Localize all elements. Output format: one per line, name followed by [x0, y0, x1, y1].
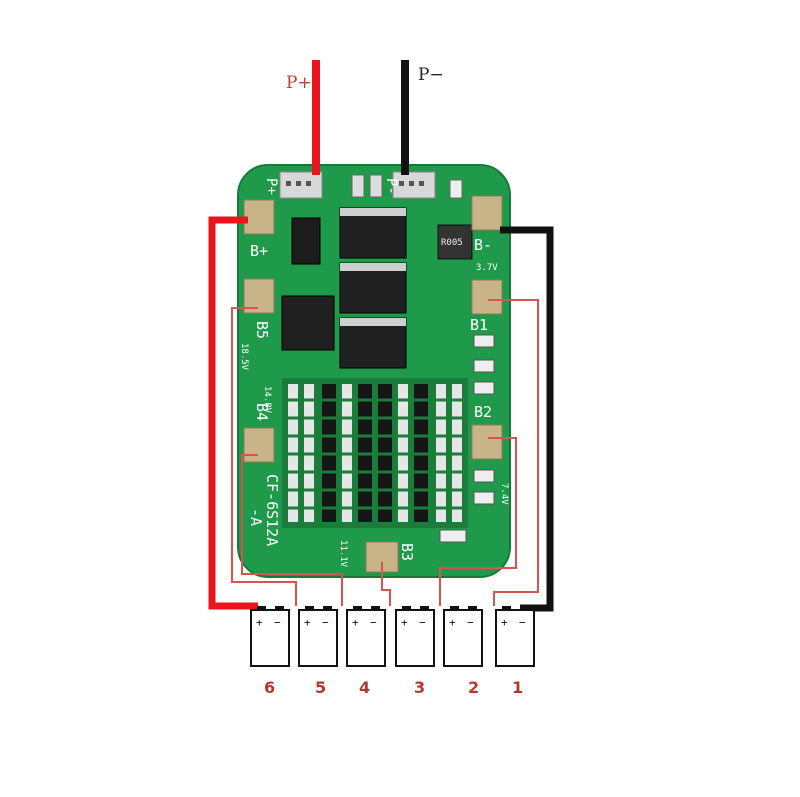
pad-b2	[471, 424, 503, 460]
top-component-2	[369, 174, 383, 198]
component-array	[282, 378, 468, 528]
mosfet-3	[339, 317, 407, 369]
silk-b-plus: B+	[250, 242, 268, 260]
silk-volt-b5: 18.5V	[239, 343, 249, 371]
cell-6: +− 6	[250, 606, 290, 697]
mosfet-tab-2	[340, 263, 406, 271]
svg-text:+: +	[401, 616, 408, 629]
svg-text:−: −	[419, 616, 426, 629]
svg-text:−: −	[467, 616, 474, 629]
header-pins	[286, 181, 424, 186]
resistor-code: R005	[441, 238, 463, 248]
silk-p-plus: P+	[263, 178, 279, 195]
cell-2-number: 2	[468, 678, 479, 697]
pad-b-minus	[471, 195, 503, 231]
silk-model-line2: -A	[247, 508, 265, 526]
silk-b-minus: B-	[474, 236, 492, 254]
silk-b4: B4	[253, 403, 271, 421]
silk-b5: B5	[253, 321, 271, 339]
silk-volt-b1: 3.7V	[476, 263, 498, 273]
pad-b1	[471, 279, 503, 315]
top-component-1	[351, 174, 365, 198]
right-components	[439, 334, 495, 543]
silk-b1: B1	[470, 316, 488, 334]
shunt-resistor	[437, 224, 473, 260]
svg-text:−: −	[370, 616, 377, 629]
cell-4: +− 4	[346, 606, 386, 697]
cell-5-number: 5	[315, 678, 326, 697]
b-minus-wire	[500, 226, 554, 612]
p-minus-label: P−	[418, 65, 444, 85]
svg-text:−: −	[322, 616, 329, 629]
b-plus-wire	[208, 216, 258, 610]
p-plus-label: P+	[286, 73, 312, 93]
pad-b4	[243, 427, 275, 463]
mosfet-2	[339, 262, 407, 314]
silk-volt-b2: 7.4V	[499, 483, 509, 505]
svg-text:+: +	[352, 616, 359, 629]
cell-6-number: 6	[264, 678, 275, 697]
cell-3-number: 3	[414, 678, 425, 697]
pad-b-plus	[243, 199, 275, 235]
svg-text:+: +	[501, 616, 508, 629]
svg-text:−: −	[274, 616, 281, 629]
cell-5: +− 5	[298, 606, 338, 697]
top-component-3	[449, 179, 463, 199]
balance-wires	[231, 299, 539, 606]
cell-2: +− 2	[443, 606, 483, 697]
mosfet-tab-3	[340, 318, 406, 326]
svg-text:+: +	[449, 616, 456, 629]
cell-1-number: 1	[512, 678, 523, 697]
silk-model-line1: CF-6S12A	[263, 474, 281, 546]
ic-chip-small	[291, 217, 321, 265]
cell-1: +− 1	[495, 606, 535, 697]
silk-b3: B3	[398, 543, 416, 561]
svg-text:−: −	[519, 616, 526, 629]
mosfet-tab-1	[340, 208, 406, 216]
silk-b2: B2	[474, 403, 492, 421]
silk-p-minus: P-	[383, 178, 399, 195]
cell-4-number: 4	[359, 678, 370, 697]
svg-text:+: +	[256, 616, 263, 629]
silk-volt-b4: 14.8V	[262, 386, 272, 414]
mosfet-left	[281, 295, 335, 351]
silk-volt-b3: 11.1V	[338, 540, 348, 568]
cell-3: +− 3	[395, 606, 435, 697]
svg-text:+: +	[304, 616, 311, 629]
